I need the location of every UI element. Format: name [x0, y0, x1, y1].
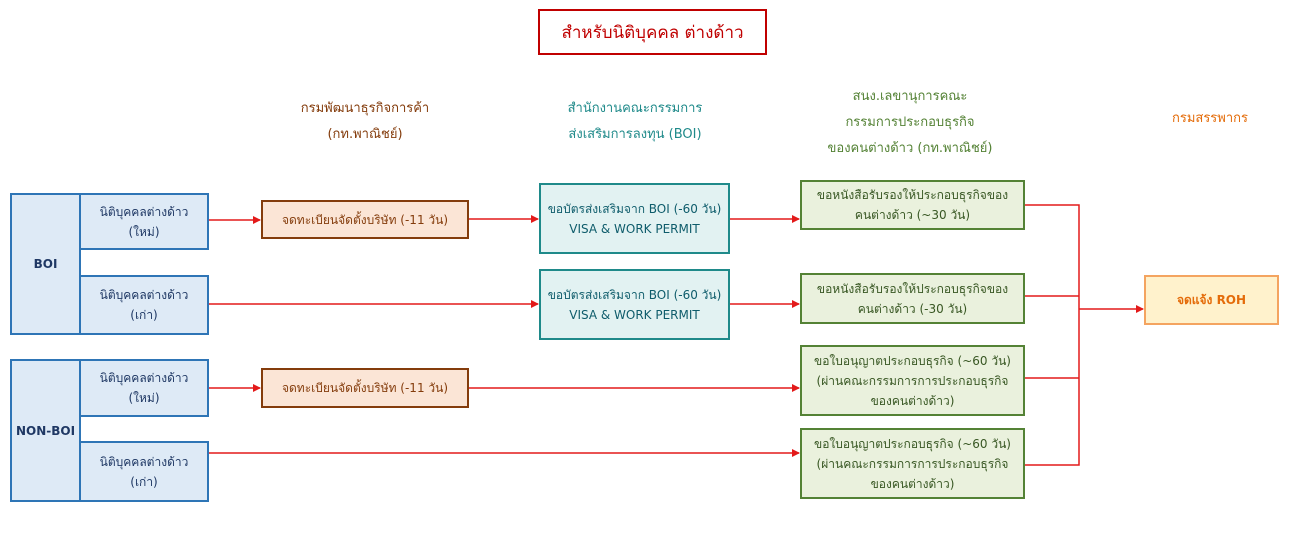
- entity-sublabel: (เก่า): [130, 474, 158, 489]
- header-rd: กรมสรรพากร: [1140, 106, 1280, 132]
- step-license-line1: ขอใบอนุญาตประกอบธุรกิจ (~60 วัน): [814, 353, 1011, 368]
- entity-label: นิติบุคคลต่างด้าว: [99, 454, 189, 469]
- entity-label: นิติบุคคลต่างด้าว: [99, 371, 189, 385]
- header-dbd-line2: (กท.พาณิชย์): [327, 127, 403, 142]
- entity-label: นิติบุคคลต่างด้าว: [99, 288, 189, 302]
- step-license-line2: (ผ่านคณะกรรมการการประกอบธุรกิจ: [816, 456, 1009, 471]
- header-dbd: กรมพัฒนาธุรกิจการค้า (กท.พาณิชย์): [260, 96, 470, 148]
- step-cert-boi-old: ขอหนังสือรับรองให้ประกอบธุรกิจของ คนต่าง…: [800, 273, 1025, 324]
- step-boi-card-line1: ขอบัตรส่งเสริมจาก BOI (-60 วัน): [547, 287, 722, 302]
- step-register-nonboi: จดทะเบียนจัดตั้งบริษัท (-11 วัน): [261, 368, 469, 408]
- step-cert-boi-new: ขอหนังสือรับรองให้ประกอบธุรกิจของ คนต่าง…: [800, 180, 1025, 230]
- group-nonboi: NON-BOI: [10, 359, 81, 502]
- entity-sublabel: (เก่า): [130, 308, 158, 322]
- header-fbc: สนง.เลขานุการคณะ กรรมการประกอบธุรกิจ ของ…: [790, 84, 1030, 162]
- step-license-line3: ของคนต่างด้าว): [870, 476, 955, 491]
- entity-sublabel: (ใหม่): [128, 391, 160, 405]
- merge-line: [1024, 204, 1080, 466]
- group-nonboi-label: NON-BOI: [15, 423, 76, 438]
- step-roh: จดแจ้ง ROH: [1144, 275, 1279, 325]
- step-boi-card-line2: VISA & WORK PERMIT: [569, 221, 700, 236]
- step-boi-card-line2: VISA & WORK PERMIT: [569, 307, 700, 322]
- step-license-line1: ขอใบอนุญาตประกอบธุรกิจ (~60 วัน): [814, 436, 1011, 451]
- step-license-nonboi-new: ขอใบอนุญาตประกอบธุรกิจ (~60 วัน) (ผ่านคณ…: [800, 345, 1025, 416]
- step-boi-card-old: ขอบัตรส่งเสริมจาก BOI (-60 วัน) VISA & W…: [539, 269, 730, 340]
- entity-nonboi-old: นิติบุคคลต่างด้าว (เก่า): [79, 441, 209, 502]
- header-fbc-line2: กรรมการประกอบธุรกิจ: [845, 115, 975, 130]
- step-cert-line1: ขอหนังสือรับรองให้ประกอบธุรกิจของ: [816, 281, 1009, 296]
- entity-boi-new: นิติบุคคลต่างด้าว (ใหม่): [79, 193, 209, 250]
- group-boi-label: BOI: [33, 257, 58, 271]
- header-boi-line1: สำนักงานคณะกรรมการ: [567, 101, 703, 116]
- step-cert-line2: คนต่างด้าว (-30 วัน): [857, 301, 968, 316]
- entity-boi-old: นิติบุคคลต่างด้าว (เก่า): [79, 275, 209, 335]
- step-register-label: จดทะเบียนจัดตั้งบริษัท (-11 วัน): [281, 381, 449, 395]
- header-dbd-line1: กรมพัฒนาธุรกิจการค้า: [300, 101, 430, 116]
- entity-sublabel: (ใหม่): [128, 224, 160, 239]
- header-rd-line1: กรมสรรพากร: [1171, 111, 1249, 126]
- step-license-line3: ของคนต่างด้าว): [870, 393, 955, 408]
- step-boi-card-line1: ขอบัตรส่งเสริมจาก BOI (-60 วัน): [547, 201, 722, 216]
- header-fbc-line1: สนง.เลขานุการคณะ: [852, 89, 968, 104]
- step-cert-line1: ขอหนังสือรับรองให้ประกอบธุรกิจของ: [816, 188, 1009, 202]
- header-boi: สำนักงานคณะกรรมการ ส่งเสริมการลงทุน (BOI…: [520, 96, 750, 148]
- step-register-boi: จดทะเบียนจัดตั้งบริษัท (-11 วัน): [261, 200, 469, 239]
- step-cert-line2: คนต่างด้าว (~30 วัน): [854, 208, 971, 222]
- entity-nonboi-new: นิติบุคคลต่างด้าว (ใหม่): [79, 359, 209, 417]
- step-license-line2: (ผ่านคณะกรรมการการประกอบธุรกิจ: [816, 373, 1009, 388]
- diagram-title: สำหรับนิติบุคคล ต่างด้าว: [538, 9, 767, 55]
- group-boi: BOI: [10, 193, 81, 335]
- step-license-nonboi-old: ขอใบอนุญาตประกอบธุรกิจ (~60 วัน) (ผ่านคณ…: [800, 428, 1025, 499]
- entity-label: นิติบุคคลต่างด้าว: [99, 204, 189, 219]
- header-boi-line2: ส่งเสริมการลงทุน (BOI): [568, 127, 702, 142]
- step-boi-card-new: ขอบัตรส่งเสริมจาก BOI (-60 วัน) VISA & W…: [539, 183, 730, 254]
- step-roh-label: จดแจ้ง ROH: [1176, 293, 1247, 307]
- header-fbc-line3: ของคนต่างด้าว (กท.พาณิชย์): [827, 141, 993, 156]
- step-register-label: จดทะเบียนจัดตั้งบริษัท (-11 วัน): [281, 212, 449, 227]
